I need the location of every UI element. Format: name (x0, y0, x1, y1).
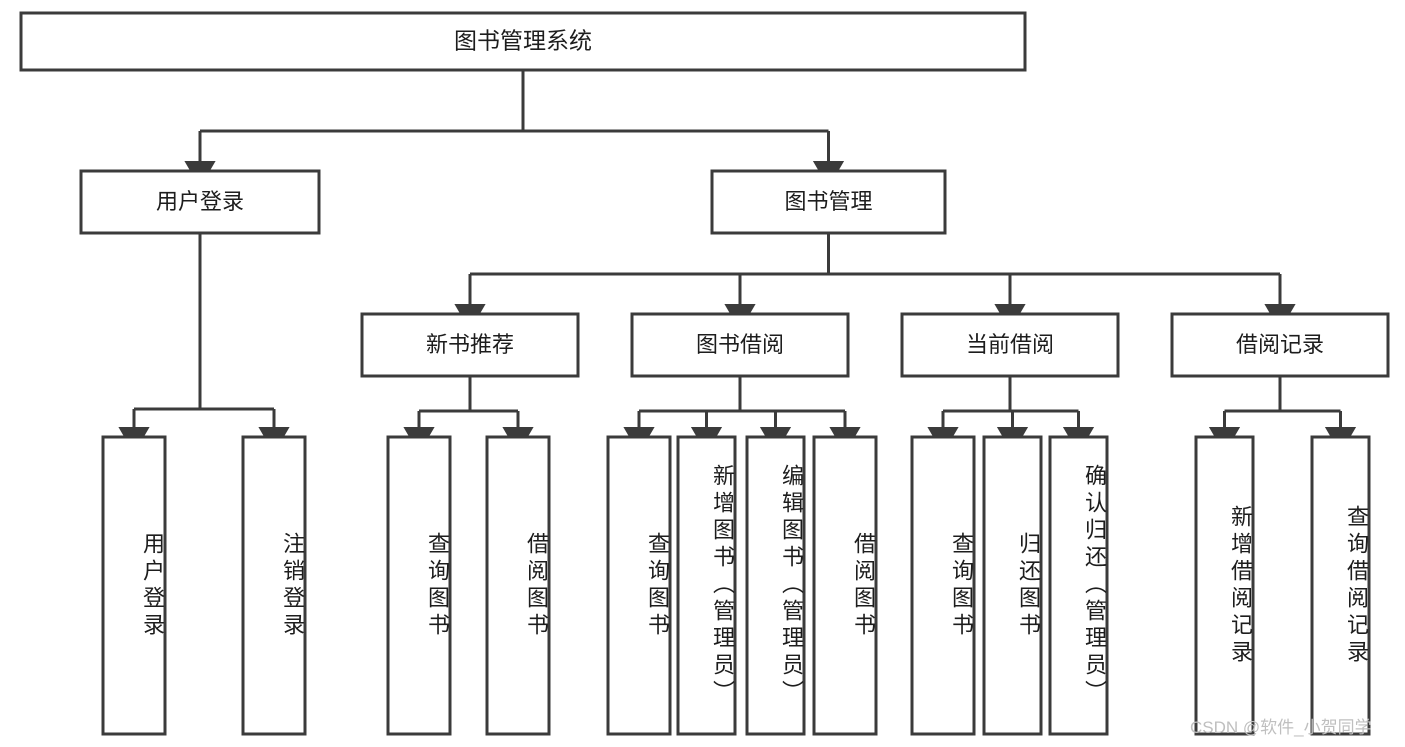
leaf-node-0[interactable] (101, 435, 167, 736)
watermark-text: CSDN @软件_小贺同学 (1190, 718, 1372, 737)
leaf-node-12[interactable] (1310, 435, 1371, 736)
level2-node-0-label: 用户登录 (156, 189, 244, 214)
level3-node-3[interactable]: 借阅记录 (1170, 312, 1390, 378)
edge-layer (118, 70, 1357, 454)
level3-node-2-label: 当前借阅 (966, 332, 1054, 357)
leaf-node-11-box[interactable] (1194, 435, 1255, 736)
leaf-node-10-box[interactable] (1048, 435, 1109, 736)
leaf-node-7-box[interactable] (812, 435, 878, 736)
level3-node-1-box[interactable] (630, 312, 850, 378)
leaf-node-11[interactable] (1194, 435, 1255, 736)
leaf-node-4[interactable] (606, 435, 672, 736)
leaf-node-1-box[interactable] (241, 435, 307, 736)
leaf-node-10[interactable] (1048, 435, 1109, 736)
level2-node-0[interactable]: 用户登录 (79, 169, 321, 235)
level3-node-2-box[interactable] (900, 312, 1120, 378)
leaf-node-4-box[interactable] (606, 435, 672, 736)
level3-node-3-label: 借阅记录 (1236, 332, 1324, 357)
leaf-node-3-box[interactable] (485, 435, 551, 736)
level3-node-3-box[interactable] (1170, 312, 1390, 378)
level2-node-0-box[interactable] (79, 169, 321, 235)
leaf-node-8-box[interactable] (910, 435, 976, 736)
root-node[interactable]: 图书管理系统 (19, 11, 1027, 72)
leaf-node-2-box[interactable] (386, 435, 452, 736)
leaf-node-3[interactable] (485, 435, 551, 736)
level2-node-1-label: 图书管理 (784, 189, 872, 214)
leaf-node-2[interactable] (386, 435, 452, 736)
level2-node-1-box[interactable] (710, 169, 947, 235)
root-node-box[interactable] (19, 11, 1027, 72)
leaf-node-6-box[interactable] (745, 435, 806, 736)
level3-node-1-label: 图书借阅 (696, 332, 784, 357)
level3-node-2[interactable]: 当前借阅 (900, 312, 1120, 378)
leaf-node-5-box[interactable] (676, 435, 737, 736)
leaf-node-6[interactable] (745, 435, 806, 736)
level3-node-0-label: 新书推荐 (426, 332, 514, 357)
level3-node-0-box[interactable] (360, 312, 580, 378)
level2-node-1[interactable]: 图书管理 (710, 169, 947, 235)
leaf-node-5[interactable] (676, 435, 737, 736)
leaf-node-12-box[interactable] (1310, 435, 1371, 736)
leaf-node-0-box[interactable] (101, 435, 167, 736)
leaf-node-9[interactable] (982, 435, 1043, 736)
leaf-node-8[interactable] (910, 435, 976, 736)
leaf-node-1[interactable] (241, 435, 307, 736)
root-node-label: 图书管理系统 (454, 28, 592, 54)
leaf-node-9-box[interactable] (982, 435, 1043, 736)
level3-node-0[interactable]: 新书推荐 (360, 312, 580, 378)
leaf-node-7[interactable] (812, 435, 878, 736)
level3-node-1[interactable]: 图书借阅 (630, 312, 850, 378)
